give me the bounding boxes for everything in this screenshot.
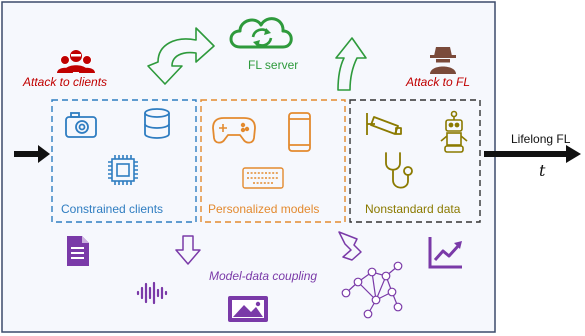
nonstandard-data-box — [349, 99, 481, 223]
keyboard-icon — [242, 167, 284, 189]
stethoscope-icon — [385, 152, 413, 189]
network-graph-icon — [341, 261, 403, 319]
nonstandard-data-label: Nonstandard data — [365, 202, 461, 216]
cloud-sync-icon — [229, 17, 293, 49]
clients-to-server-arrow — [335, 37, 367, 91]
attack-to-fl-label: Attack to FL — [406, 75, 471, 89]
constrained-clients-label: Constrained clients — [61, 202, 164, 216]
attackers-group-icon — [57, 50, 95, 73]
trend-chart-icon — [428, 237, 462, 269]
smartphone-icon — [288, 112, 311, 152]
lifelong-arrow — [484, 145, 581, 163]
coupling-down-arrow — [175, 235, 201, 265]
document-icon — [67, 236, 89, 266]
attack-to-clients-label: Attack to clients — [23, 75, 108, 89]
image-icon — [228, 296, 268, 322]
personalized-models-label: Personalized models — [208, 202, 320, 216]
security-camera-icon — [366, 113, 402, 135]
lifelong-fl-label: Lifelong FL — [511, 132, 571, 146]
camera-icon — [65, 112, 97, 138]
input-arrow — [14, 145, 50, 163]
robot-icon — [440, 110, 468, 153]
time-symbol: t — [539, 161, 546, 180]
hacker-icon — [430, 47, 456, 74]
server-to-clients-arrow — [147, 27, 215, 85]
gamepad-icon — [212, 117, 256, 144]
database-icon — [144, 108, 170, 139]
model-data-coupling-label: Model-data coupling — [209, 269, 318, 283]
coupling-up-arrow — [338, 231, 362, 261]
constrained-clients-box — [51, 99, 197, 223]
audio-wave-icon — [136, 281, 168, 305]
personalized-models-box — [200, 99, 346, 223]
fl-server-label: FL server — [248, 58, 299, 72]
chip-icon — [108, 155, 138, 185]
